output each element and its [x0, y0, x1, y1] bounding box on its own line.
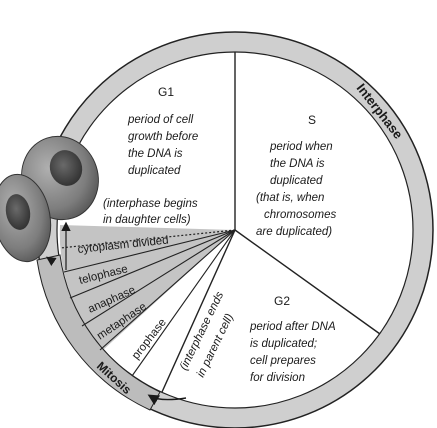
- g2-desc-2: is duplicated;: [250, 338, 317, 350]
- divider-prophase: [99, 229, 236, 351]
- g2-desc-4: for division: [250, 372, 305, 384]
- divider-cytoplasm-top: [59, 229, 236, 249]
- g1-title: G1: [158, 85, 174, 99]
- g2-desc-1: period after DNA: [249, 321, 336, 333]
- g1-note-1: (interphase begins: [103, 198, 198, 210]
- arrow-icon: [147, 394, 187, 406]
- g1-desc-3: the DNA is: [128, 148, 183, 160]
- g2-title: G2: [274, 294, 290, 308]
- s-desc-4: (that is, when: [256, 192, 324, 204]
- g2-desc-3: cell prepares: [250, 355, 316, 367]
- divider-telophase: [63, 229, 236, 273]
- divider-metaphase: [81, 229, 236, 327]
- divider-s-g2: [234, 229, 381, 335]
- mitosis-wedge: [59, 225, 236, 350]
- g1-desc-1: period of cell: [127, 114, 194, 126]
- g1-note-2: in daughter cells): [103, 214, 191, 226]
- divider-interphase-end: [131, 229, 236, 377]
- daughter-cell-icon: [0, 173, 52, 263]
- s-desc-1: period when: [269, 141, 333, 153]
- arrow-to-cell-2: [46, 256, 57, 266]
- divider-g2-mitosis: [161, 229, 236, 393]
- s-desc-5: chromosomes: [264, 209, 336, 221]
- s-title: S: [308, 113, 316, 127]
- g1-desc-4: duplicated: [128, 165, 181, 177]
- divider-anaphase: [69, 229, 236, 299]
- s-desc-3: duplicated: [270, 175, 323, 187]
- g1-desc-2: growth before: [128, 131, 198, 143]
- s-desc-2: the DNA is: [270, 158, 325, 170]
- s-desc-6: are duplicated): [256, 226, 332, 238]
